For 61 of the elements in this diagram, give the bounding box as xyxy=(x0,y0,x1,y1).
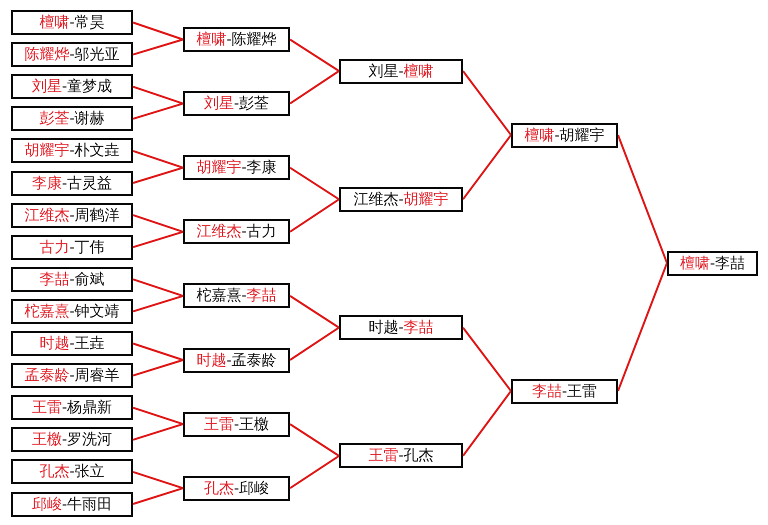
match-box: 时越-孟泰龄 xyxy=(183,348,290,372)
connector-line xyxy=(289,70,340,104)
connector-line xyxy=(617,134,668,264)
match-box: 柁嘉熹-李喆 xyxy=(183,283,290,308)
match-box: 陈耀烨-邬光亚 xyxy=(11,42,133,68)
match-box: 胡耀宇-朴文垚 xyxy=(11,138,133,164)
match-box: 李康-古灵益 xyxy=(11,170,133,196)
connector-line xyxy=(132,342,184,361)
connector-line xyxy=(132,214,184,233)
connector-line xyxy=(132,487,184,505)
match-box: 柁嘉熹-钟文靖 xyxy=(11,298,133,324)
connector-line xyxy=(132,470,184,490)
match-box: 王雷-孔杰 xyxy=(339,443,463,468)
connector-line xyxy=(132,166,184,184)
connector-line xyxy=(132,102,184,120)
match-box: 王雷-王檄 xyxy=(183,412,290,437)
connector-line xyxy=(289,455,340,490)
connector-line xyxy=(132,406,184,426)
connector-line xyxy=(132,38,184,56)
connector-line xyxy=(289,326,340,361)
connector-line xyxy=(289,198,340,233)
match-box: 江维杰-古力 xyxy=(183,219,290,244)
match-box: 刘星-童梦成 xyxy=(11,74,133,100)
connector-line xyxy=(132,150,184,169)
connector-line xyxy=(289,166,340,200)
connector-line xyxy=(132,359,184,377)
connector-line xyxy=(132,86,184,105)
match-box: 古力-丁伟 xyxy=(11,234,133,260)
match-box: 孔杰-邱峻 xyxy=(183,476,290,501)
connector-line xyxy=(132,230,184,248)
match-box: 彭荃-谢赫 xyxy=(11,106,133,132)
match-box: 胡耀宇-李康 xyxy=(183,155,290,180)
match-box: 孔杰-张立 xyxy=(11,459,133,484)
match-box: 李喆-王雷 xyxy=(511,378,618,404)
match-box: 檀啸-李喆 xyxy=(667,250,758,276)
connector-line xyxy=(617,262,668,392)
match-box: 时越-王垚 xyxy=(11,331,133,356)
match-box: 时越-李喆 xyxy=(339,315,463,340)
connector-line xyxy=(132,294,184,312)
connector-line xyxy=(289,295,340,328)
match-box: 江维杰-周鹤洋 xyxy=(11,202,133,228)
connector-line xyxy=(462,390,512,456)
connector-line xyxy=(132,423,184,441)
connector-line xyxy=(289,423,340,457)
match-box: 江维杰-胡耀宇 xyxy=(339,186,463,212)
connector-line xyxy=(132,278,184,297)
connector-line xyxy=(132,22,184,40)
match-box: 李喆-俞斌 xyxy=(11,266,133,292)
match-box: 刘星-彭荃 xyxy=(183,91,290,116)
connector-line xyxy=(462,327,512,392)
match-box: 檀啸-胡耀宇 xyxy=(511,122,618,148)
match-box: 邱峻-牛雨田 xyxy=(11,492,133,516)
connector-line xyxy=(289,38,340,72)
match-box: 檀啸-陈耀烨 xyxy=(183,27,290,52)
connector-line xyxy=(462,134,512,200)
match-box: 檀啸-常昊 xyxy=(11,10,133,35)
match-box: 刘星-檀啸 xyxy=(339,58,463,84)
match-box: 王雷-杨鼎新 xyxy=(11,395,133,420)
connector-line xyxy=(462,70,512,136)
match-box: 孟泰龄-周睿羊 xyxy=(11,363,133,388)
match-box: 王檄-罗洗河 xyxy=(11,427,133,452)
